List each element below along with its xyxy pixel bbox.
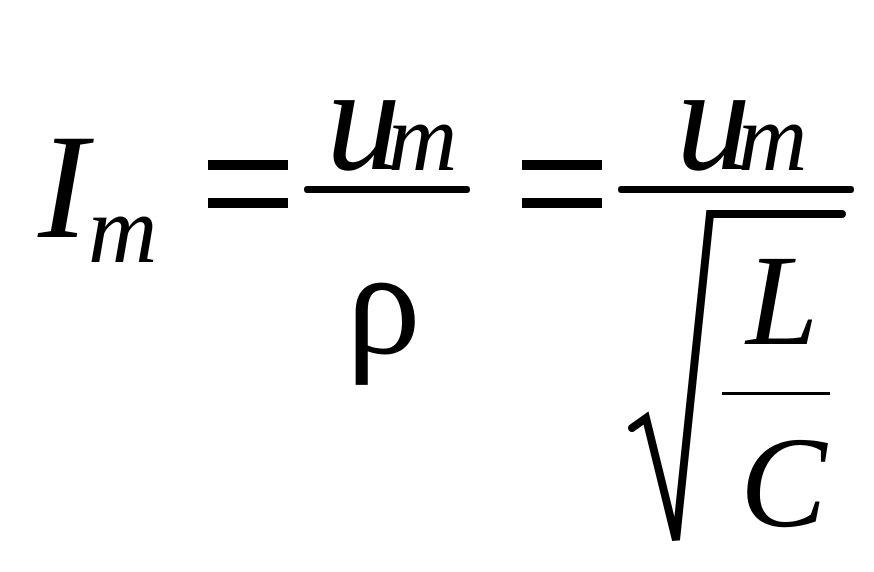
lhs-base: I xyxy=(38,104,88,270)
equals-sign-1: = xyxy=(208,160,288,210)
fraction1-bar xyxy=(304,186,470,193)
radicand-numerator: L xyxy=(746,229,819,373)
fraction1-numerator-base: u xyxy=(326,36,401,202)
radicand-bar xyxy=(722,392,830,395)
fraction1-denominator: ρ xyxy=(346,220,421,386)
radicand-denominator: C xyxy=(740,411,827,555)
equals-sign-2: = xyxy=(522,160,602,210)
fraction2-bar xyxy=(618,186,854,193)
fraction2-numerator-subscript: m xyxy=(738,84,808,191)
fraction2-numerator-base: u xyxy=(676,36,751,202)
lhs-subscript: m xyxy=(88,176,158,283)
fraction1-numerator-subscript: m xyxy=(388,84,458,191)
